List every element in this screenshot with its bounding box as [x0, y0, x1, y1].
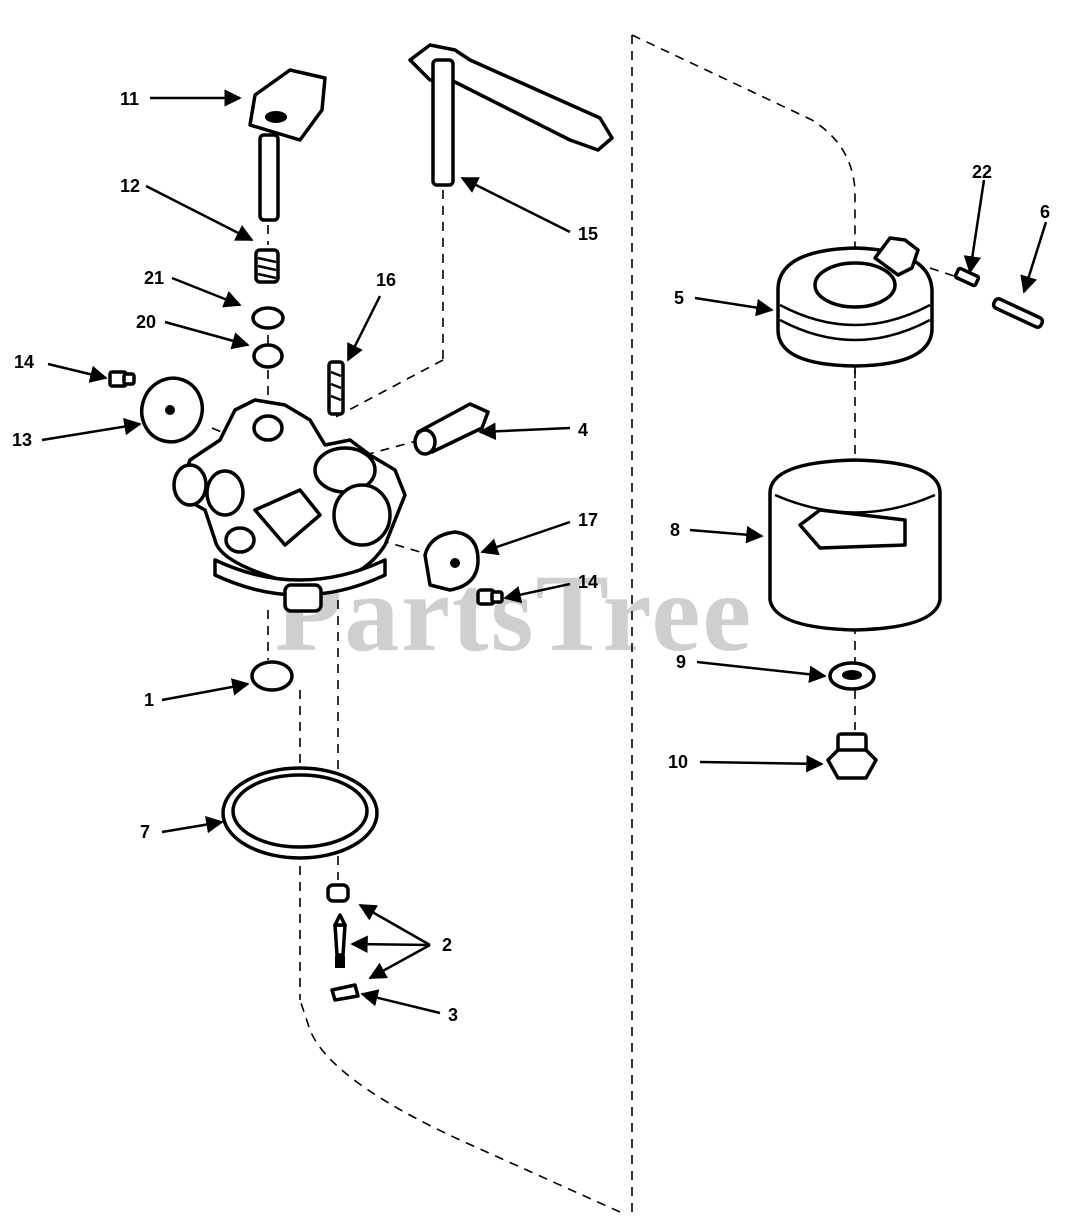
part-15-throttle-shaft — [408, 43, 614, 187]
callout-15: 15 — [578, 224, 598, 244]
part-21-washer — [251, 306, 285, 330]
callout-4: 4 — [578, 420, 588, 440]
callout-3: 3 — [448, 1005, 458, 1025]
part-8-float-bowl — [768, 458, 942, 632]
part-6-pin — [991, 297, 1045, 329]
callout-17: 17 — [578, 510, 598, 530]
part-14-screw-upper — [108, 370, 136, 388]
part-14-screw-lower — [476, 588, 504, 606]
part-9-washer — [828, 661, 876, 691]
callout-21: 21 — [144, 268, 164, 288]
part-5-float — [776, 236, 934, 368]
part-12-spring — [254, 248, 280, 284]
part-16-screw — [327, 360, 345, 416]
callout-22: 22 — [972, 162, 992, 182]
callout-1: 1 — [144, 690, 154, 710]
carburetor-body — [172, 398, 407, 613]
callout-5: 5 — [674, 288, 684, 308]
group-boundary-dashed-line — [299, 34, 856, 1215]
part-17-welch-plug — [423, 530, 480, 592]
part-11-choke-shaft — [248, 68, 327, 222]
callout-10: 10 — [668, 752, 688, 772]
part-3-clip — [330, 983, 360, 1002]
leader-arrows — [41, 89, 1048, 1015]
callout-13: 13 — [12, 430, 32, 450]
callout-9: 9 — [676, 652, 686, 672]
part-4-idle-valve — [413, 402, 490, 456]
callout-11: 11 — [120, 89, 139, 109]
part-10-bolt — [826, 732, 878, 780]
part-7-gasket-ring — [221, 766, 379, 860]
callout-7: 7 — [140, 822, 150, 842]
part-2-needle-seat — [326, 883, 350, 968]
callout-6: 6 — [1040, 202, 1050, 222]
part-1-disc — [250, 660, 294, 692]
callout-14-upper: 14 — [14, 352, 34, 372]
callout-14-lower: 14 — [578, 572, 598, 592]
part-20-seal — [252, 343, 284, 369]
callout-16: 16 — [376, 270, 396, 290]
part-22-spring — [953, 266, 981, 288]
part-13-choke-plate — [140, 376, 204, 444]
callout-12: 12 — [120, 176, 140, 196]
callout-20: 20 — [136, 312, 156, 332]
callout-8: 8 — [670, 520, 680, 540]
callout-2: 2 — [442, 935, 452, 955]
